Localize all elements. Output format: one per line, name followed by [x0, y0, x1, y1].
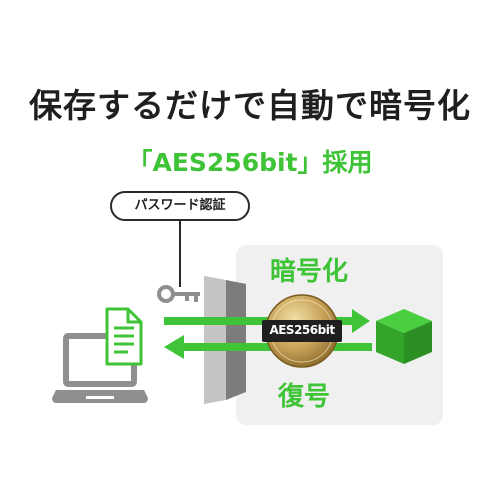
password-auth-callout: パスワード認証 [110, 191, 250, 221]
aes-badge-icon [262, 294, 342, 368]
page-title: 保存するだけで自動で暗号化 [29, 86, 471, 125]
arrow-right-icon [164, 309, 370, 333]
callout-pointer-line [179, 221, 181, 287]
page-subtitle: 「AES256bit」採用 [127, 148, 373, 177]
key-icon [157, 285, 200, 303]
document-icon [105, 307, 143, 366]
cube-icon [376, 309, 432, 364]
door-icon [204, 276, 246, 404]
encrypt-label: 暗号化 [270, 257, 349, 287]
aes-badge-label: AES256bit [269, 323, 335, 337]
decrypt-label: 復号 [278, 382, 331, 412]
